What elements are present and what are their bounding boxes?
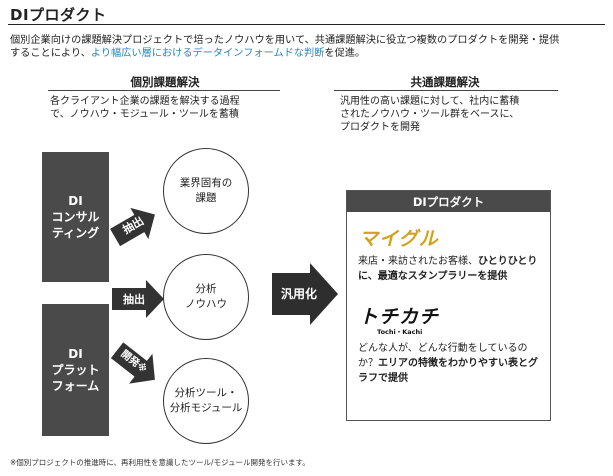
tochikachi-description: どんな人が、どんな行動をしているのか？エリアの特徴をわかりやすい表とグラフで提供 [358,341,546,386]
intro-highlight: より幅広い層におけるデータインフォームドな判断 [90,48,325,59]
generalize-label: 汎用化 [281,287,318,301]
circle-1-line-1: 業界固有の [179,177,233,189]
consulting-label-3: ティング [51,226,100,240]
right-desc-line-2: されたノウハウ・ツール群をベースに、 [340,109,520,120]
di-platform-box: DI プラット フォーム [42,304,109,436]
page-title: DIプロダクト [10,6,107,24]
right-column-rule [334,90,558,91]
di-product-box: DIプロダクト マイグル 来店・来訪されたお客様、ひとりひとりに、最適なスタンプ… [346,190,551,421]
tochikachi-desc-pre: どんな人が、どんな行動をしているのか？ [358,343,528,369]
intro-text: 個別企業向けの課題解決プロジェクトで培ったノウハウを用いて、共通課題解決に役立つ… [10,34,610,60]
title-divider [8,24,605,25]
intro-line-2-pre: することにより、 [10,48,91,59]
circle-3-line-2: 分析モジュール [169,402,243,414]
extract-arrow-1 [110,207,155,247]
develop-arrow [110,342,155,384]
consulting-label-1: DI [68,194,83,208]
right-column-heading: 共通課題解決 [410,75,480,89]
circle-industry-issue: 業界固有の 課題 [163,148,249,234]
migle-desc-pre: 来店・来訪されたお客様、 [358,256,478,267]
circle-1-line-2: 課題 [195,192,217,204]
migle-desc-bold: ひとりひとりに、最適なスタンプラリーを提供 [358,256,538,282]
generalize-arrow [272,263,338,325]
right-desc-line-3: プロダクトを開発 [340,122,420,133]
left-column-rule [48,90,280,91]
di-consulting-box: DI コンサル ティング [42,152,109,282]
circle-2-line-2: ノウハウ [185,298,227,310]
platform-label-3: フォーム [51,379,100,393]
circle-2-line-1: 分析 [195,283,217,295]
intro-line-2: することにより、より幅広い層におけるデータインフォームドな判断を促進。 [10,47,610,60]
platform-label-1: DI [68,347,83,361]
intro-line-1: 個別企業向けの課題解決プロジェクトで培ったノウハウを用いて、共通課題解決に役立つ… [10,35,560,46]
left-column-description: 各クライアント企業の課題を解決する過程 で、ノウハウ・モジュール・ツールを蓄積 [50,95,240,121]
circle-3-line-1: 分析ツール・ [174,387,238,399]
left-desc-line-1: 各クライアント企業の課題を解決する過程 [50,96,240,107]
di-product-heading: DIプロダクト [347,191,550,212]
intro-line-2-post: を促進。 [324,48,366,59]
circle-analysis-knowhow: 分析 ノウハウ [163,254,249,340]
platform-label-2: プラット [51,363,100,377]
right-desc-line-1: 汎用性の高い課題に対して、社内に蓄積 [340,96,520,107]
extract-arrow-2 [112,280,164,318]
tochikachi-logo-subtitle: Tochi・Kachi [377,328,423,336]
migle-logo: マイグル [359,228,439,250]
tochikachi-logo: トチカチ [359,306,440,328]
left-desc-line-2: で、ノウハウ・モジュール・ツールを蓄積 [50,109,239,120]
extract-label-2: 抽出 [123,293,145,306]
migle-description: 来店・来訪されたお客様、ひとりひとりに、最適なスタンプラリーを提供 [358,254,544,284]
footnote: ※個別プロジェクトの推進時に、再利用性を意識したツール/モジュール開発を行います… [10,458,310,467]
right-column-description: 汎用性の高い課題に対して、社内に蓄積 されたノウハウ・ツール群をベースに、 プロ… [340,95,519,134]
consulting-label-2: コンサル [51,210,100,224]
circle-analysis-tools: 分析ツール・ 分析モジュール [163,358,249,444]
tochikachi-desc-bold: エリアの特徴をわかりやすい表とグラフで提供 [358,358,538,384]
left-column-heading: 個別課題解決 [130,75,200,89]
